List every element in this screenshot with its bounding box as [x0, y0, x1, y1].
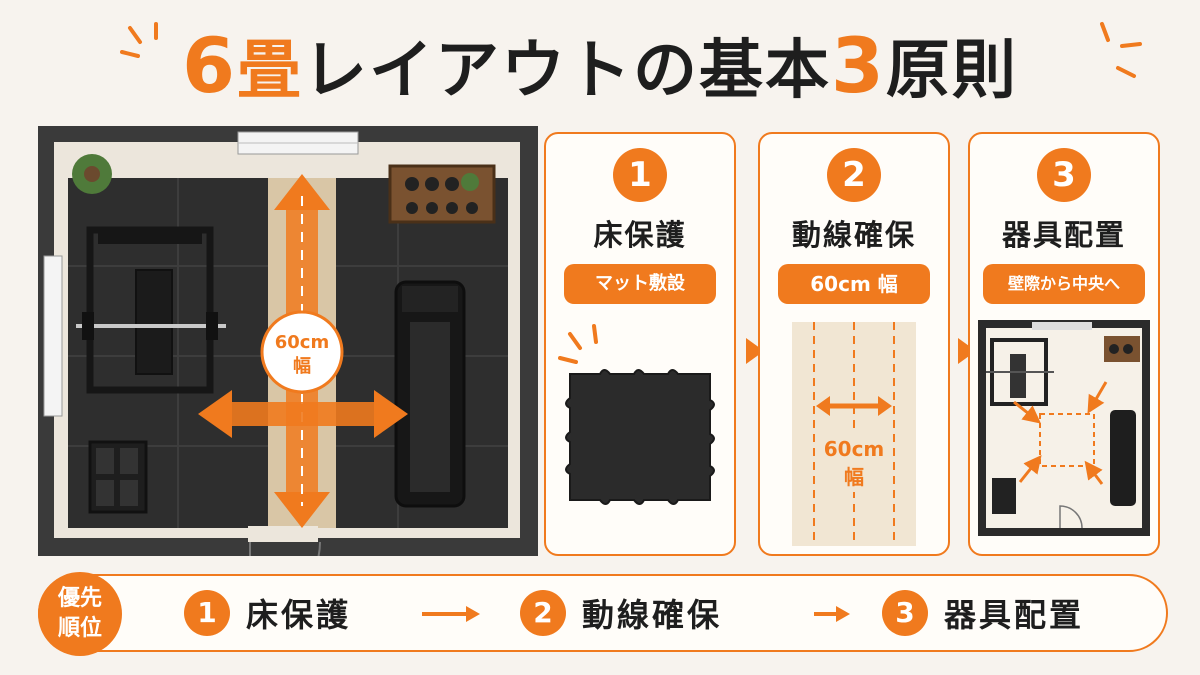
card-2-number: 2 [827, 148, 881, 202]
card-2-pill: 60cm 幅 [778, 264, 930, 304]
title-number-3: 3 [831, 21, 886, 110]
walkway-width-label: 60cm [824, 437, 885, 461]
title-tatami: 畳 [237, 34, 303, 108]
card-2-heading: 動線確保 [791, 218, 916, 252]
priority-badge: 優先 順位 [38, 572, 122, 656]
room-floorplan: 60cm 幅 [38, 126, 538, 614]
room-width-label-2: 幅 [293, 355, 311, 377]
room-floorplan-drawing: 60cm 幅 [38, 126, 538, 614]
priority-badge-line1: 優先 [57, 586, 102, 611]
card-1-illustration [546, 314, 734, 550]
priority-step-3-label: 器具配置 [944, 596, 1085, 634]
card-equipment-placement: 3 器具配置 壁際から中央へ [968, 132, 1160, 556]
card-walkway: 2 動線確保 60cm 幅 60cm 幅 [758, 132, 950, 556]
title-middle: レイアウトの基本 [303, 34, 831, 108]
priority-step-2-number: 2 [520, 590, 566, 636]
card-1-pill: マット敷設 [564, 264, 716, 304]
title-burst-left-icon [120, 22, 158, 58]
card-1-number: 1 [613, 148, 667, 202]
priority-step-2-label: 動線確保 [582, 596, 723, 634]
rubber-mat-icon [558, 324, 715, 505]
card-3-pill: 壁際から中央へ [983, 264, 1145, 304]
card-1-heading: 床保護 [593, 218, 687, 252]
card-floor-protection: 1 床保護 マット敷設 [544, 132, 736, 556]
title-principles: 原則 [885, 34, 1018, 108]
title-number-6: 6 [182, 21, 237, 110]
room-width-label: 60cm [275, 332, 329, 353]
priority-step-3: 3 器具配置 [882, 588, 1084, 638]
card-3-heading: 器具配置 [1001, 218, 1126, 252]
priority-step-1-label: 床保護 [246, 596, 352, 634]
arrow-right-icon [814, 606, 850, 622]
arrow-right-icon [422, 606, 480, 622]
walkway-width-label-2: 幅 [844, 465, 864, 489]
walkway-icon: 60cm 幅 [792, 322, 916, 546]
priority-step-3-number: 3 [882, 590, 928, 636]
priority-step-1: 1 床保護 [184, 588, 351, 638]
priority-step-2: 2 動線確保 [520, 588, 722, 638]
card-3-illustration [970, 314, 1158, 550]
priority-step-1-number: 1 [184, 590, 230, 636]
page-title: 6畳レイアウトの基本3原則 [0, 26, 1200, 111]
mini-floorplan-icon [978, 320, 1150, 536]
priority-badge-line2: 順位 [57, 616, 102, 641]
card-3-number: 3 [1037, 148, 1091, 202]
title-burst-right-icon [1100, 22, 1142, 78]
card-2-illustration: 60cm 幅 [760, 314, 948, 550]
